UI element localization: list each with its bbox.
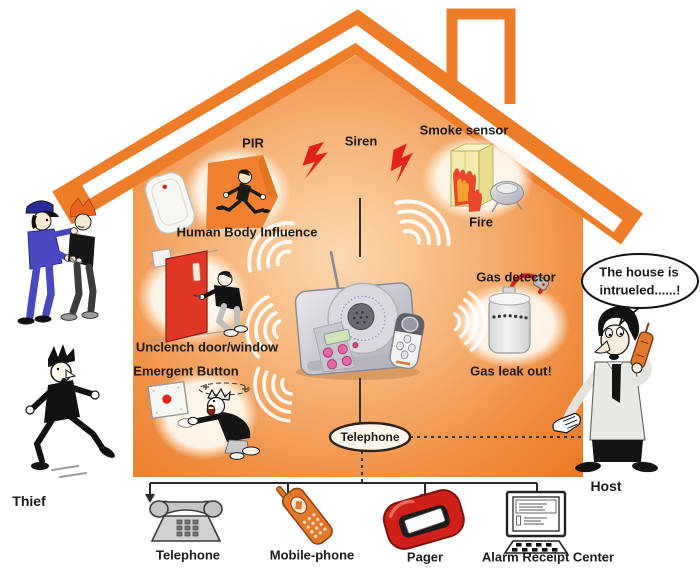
keypad-buttons	[322, 342, 359, 370]
label-gas-leak-out: Gas leak out!	[470, 363, 552, 379]
pager-device	[382, 489, 465, 550]
door-illustration	[149, 248, 248, 343]
label-telephone-node: Telephone	[340, 430, 400, 444]
host-pointing-hand	[552, 412, 582, 434]
label-gas-detector: Gas detector	[476, 269, 556, 285]
receipt-on-screen	[515, 499, 557, 526]
label-host: Host	[590, 478, 622, 494]
policeman	[17, 200, 78, 325]
telephone-device	[149, 500, 223, 542]
label-unclench-door-window: Unclench door/window	[135, 339, 279, 355]
label-emergent-button: Emergent Button	[133, 363, 239, 379]
panicked-person	[177, 382, 260, 460]
lcd-display	[323, 328, 351, 346]
speech-bubble-line2: intrueled......!	[599, 282, 681, 298]
host-hair	[598, 306, 640, 341]
house	[52, 8, 644, 477]
siren-bolts	[302, 141, 413, 184]
police-arrest-scene	[17, 197, 99, 325]
running-thief	[25, 344, 115, 478]
label-receiver-mobile-phone: Mobile-phone	[269, 547, 355, 563]
host-figure	[552, 253, 699, 473]
chimney	[446, 8, 516, 104]
telephone-node-oval	[328, 421, 412, 453]
label-fire: Fire	[469, 214, 493, 230]
label-human-body-influence: Human Body Influence	[176, 224, 318, 240]
host-tie	[612, 364, 621, 403]
pir-sensor-device	[144, 171, 196, 235]
emergent-illustration	[147, 380, 260, 460]
smoke-illustration	[450, 143, 524, 213]
pir-illustration	[144, 155, 278, 235]
label-receiver-telephone: Telephone	[155, 547, 221, 563]
pir-running-burglar	[216, 169, 270, 214]
roof-white-stripe	[82, 25, 623, 233]
mobile-phone-device	[276, 485, 333, 545]
flames	[453, 168, 482, 212]
alarm-panel	[294, 250, 425, 380]
alarm-receipt-center-device	[503, 490, 569, 554]
label-receiver-alarm-receipt-center: Alarm Receipt Center	[481, 549, 615, 565]
host-pants	[592, 440, 643, 462]
label-pir: PIR	[242, 135, 264, 151]
smoke-detector	[490, 181, 524, 213]
label-thief: Thief	[12, 493, 46, 509]
antenna	[329, 250, 340, 289]
door-thief	[192, 271, 248, 337]
gas-illustration	[488, 273, 550, 354]
label-siren: Siren	[344, 133, 378, 149]
speech-bubble	[581, 253, 699, 309]
speech-bubble-line1: The house is	[599, 264, 679, 280]
remote-control	[389, 312, 425, 370]
arrested-thief	[60, 197, 99, 321]
label-smoke-sensor: Smoke sensor	[419, 122, 509, 138]
label-receiver-pager: Pager	[406, 549, 444, 565]
